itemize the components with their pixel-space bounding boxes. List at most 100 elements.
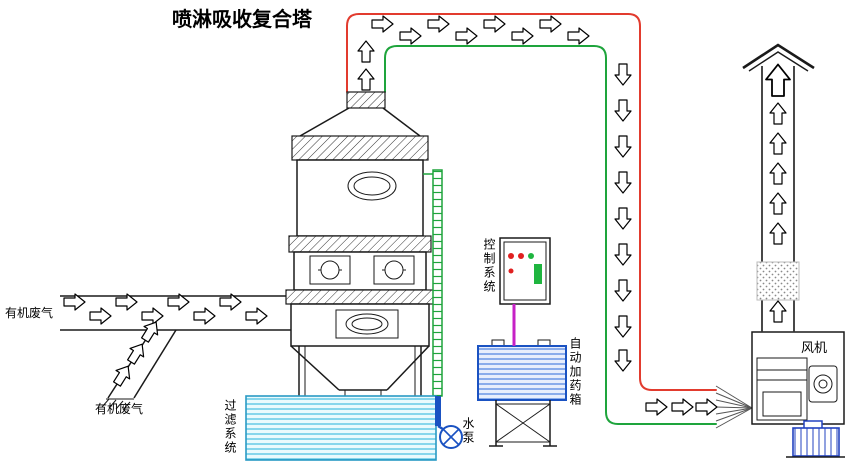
access-port-lower (335, 309, 399, 339)
fan-scroll-inner (762, 391, 802, 417)
fan-motor-hub-outer (813, 374, 833, 394)
tower-shoulder-left (299, 107, 350, 137)
flow-arrow (567, 27, 590, 45)
rain-cap (742, 43, 815, 72)
fan-housing-box (751, 331, 845, 425)
indicator-light-2 (518, 253, 524, 259)
dosing-tank-label: 自动加药箱 (568, 337, 582, 407)
control-system-label: 控制系统 (482, 238, 496, 294)
stack-flex-connector (756, 261, 800, 301)
flow-arrows-riser (357, 40, 375, 91)
control-panel: 控制系统 (482, 237, 551, 346)
indicator-light-4 (508, 268, 514, 274)
fan-inlet-cone (715, 385, 753, 429)
spray-port-left (309, 255, 351, 285)
diagram-title: 喷淋吸收复合塔 (172, 7, 313, 31)
indicator-light-1 (508, 253, 514, 259)
dosing-tank-body (477, 345, 567, 401)
filter-tank: 过滤系统 (223, 395, 437, 461)
branch-duct-right-wall (133, 329, 177, 399)
ladder-body (432, 169, 443, 397)
flow-arrow (614, 207, 632, 230)
fan-drive-motor-blue (786, 420, 845, 458)
dosing-tank-stand (489, 400, 557, 447)
control-panel-door (503, 241, 547, 301)
flow-arrow (614, 63, 632, 86)
blue-pipe-riser (435, 396, 441, 426)
flow-arrow (769, 192, 787, 215)
flow-arrows-top-run (371, 15, 590, 45)
tower-flange-band-1 (291, 135, 429, 161)
flow-arrow (614, 349, 632, 372)
filter-system-label: 过滤系统 (223, 399, 237, 455)
pump-cross-2 (442, 428, 460, 446)
exhaust-duct-green-wall (384, 45, 717, 425)
flow-arrow (511, 27, 534, 45)
flow-arrow (769, 102, 787, 125)
tower-legs (298, 346, 422, 396)
flow-arrow (137, 317, 164, 345)
flow-arrow (357, 40, 375, 63)
flow-arrow (645, 398, 668, 416)
flow-arrow (141, 307, 164, 325)
tower-inspection-oval-inner (353, 176, 391, 196)
absorption-tower (285, 91, 435, 396)
tower-hopper (290, 345, 430, 396)
fan-motor (808, 365, 838, 403)
tower-flange-band-2 (288, 235, 432, 253)
flow-arrow (371, 15, 394, 33)
flow-arrow (193, 307, 216, 325)
flow-arrow (539, 15, 562, 33)
flow-arrow (614, 243, 632, 266)
exhaust-duct (346, 13, 717, 425)
exhaust-stack (742, 43, 815, 332)
fan-scroll-case (756, 357, 808, 421)
flow-arrow (89, 307, 112, 325)
panel-display-bar (534, 264, 542, 284)
branch-duct-left-wall (107, 329, 153, 399)
flow-arrow (614, 135, 632, 158)
flow-arrows-branch (109, 317, 164, 389)
branch-end-hatching (101, 398, 131, 411)
pump-assembly: 水泵 (435, 396, 475, 449)
filter-tank-basin (245, 395, 437, 461)
tower-inspection-oval-outer (347, 171, 397, 201)
tower-shoulder-right (382, 107, 421, 137)
spray-port-right (373, 255, 415, 285)
flow-arrow (769, 132, 787, 155)
fan-motor-hub-inner (818, 379, 828, 389)
flow-arrow-exhaust (765, 63, 791, 97)
flow-arrow (123, 339, 150, 367)
flow-arrow (455, 27, 478, 45)
flow-arrow (399, 27, 422, 45)
flow-arrow (109, 361, 136, 389)
tower-outlet-stub (346, 91, 386, 109)
inlet-duct: 有机废气 有机废气 (5, 295, 291, 416)
flow-arrow (769, 300, 787, 323)
flow-arrow (483, 15, 506, 33)
flow-arrow (671, 398, 694, 416)
flow-arrows-downcomer (614, 63, 632, 372)
flow-arrows-inlet (63, 293, 268, 325)
water-pump-label: 水泵 (461, 417, 475, 445)
dosing-tank: 自动加药箱 (477, 337, 582, 447)
fan-unit: 风机 (715, 331, 845, 458)
tower-flange-band-3 (285, 289, 435, 305)
exhaust-duct-red-wall (346, 13, 717, 391)
flow-arrow (614, 171, 632, 194)
flow-arrow (357, 68, 375, 91)
control-panel-cabinet (499, 237, 551, 305)
flow-arrow (769, 162, 787, 185)
flow-arrow (695, 398, 718, 416)
tower-body-lower (290, 303, 430, 347)
fan-label: 风机 (801, 340, 827, 355)
flow-arrow (245, 307, 268, 325)
inlet-gas-label-top: 有机废气 (5, 305, 53, 320)
flow-arrow (614, 99, 632, 122)
flow-arrow (427, 15, 450, 33)
flow-arrow (614, 279, 632, 302)
flow-arrows-bottom-run (645, 398, 718, 416)
flow-arrow (614, 315, 632, 338)
